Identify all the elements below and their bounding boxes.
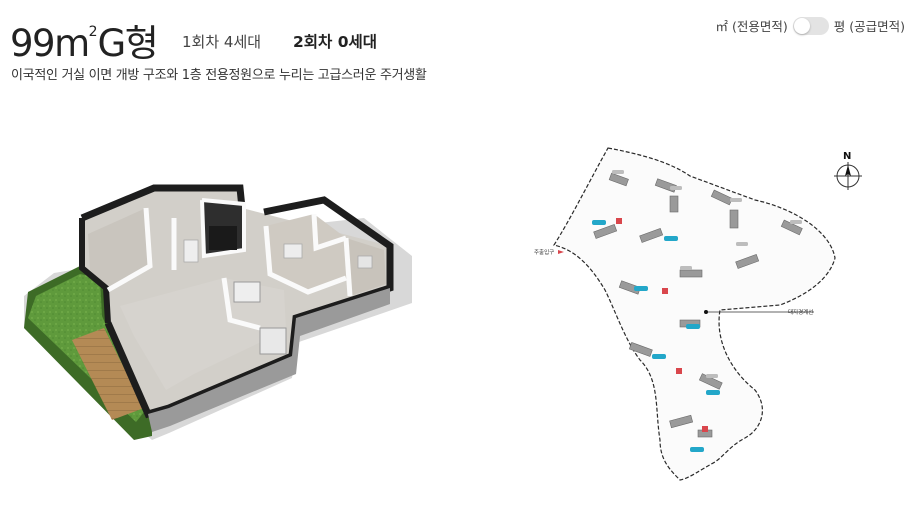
unit-switch[interactable]	[792, 16, 829, 35]
site-plan-map: 대지경계선 주출입구	[534, 147, 836, 481]
round1-units: 1회차 4세대	[182, 33, 262, 51]
title-superscript: 2	[88, 24, 98, 40]
sqm-label[interactable]: ㎡ (전용면적)	[715, 19, 788, 34]
unit-toggle: ㎡ (전용면적) 평 (공급면적)	[716, 16, 905, 35]
switch-knob	[793, 17, 810, 34]
wood-deck	[72, 328, 144, 420]
pyeong-label[interactable]: 평 (공급면적)	[833, 19, 905, 34]
boundary-label: 대지경계선	[788, 308, 813, 316]
round2-units: 2회차 0세대	[293, 33, 378, 51]
svg-text:N: N	[843, 151, 851, 162]
floorplan-3d-image	[24, 184, 412, 440]
unit-description: 이국적인 거실 이면 개방 구조와 1층 전용정원으로 누리는 고급스러운 주거…	[11, 68, 427, 83]
compass-icon: N	[832, 148, 864, 192]
page-title: 99m2G형	[10, 22, 159, 65]
entrance-label: 주출입구	[534, 248, 554, 256]
